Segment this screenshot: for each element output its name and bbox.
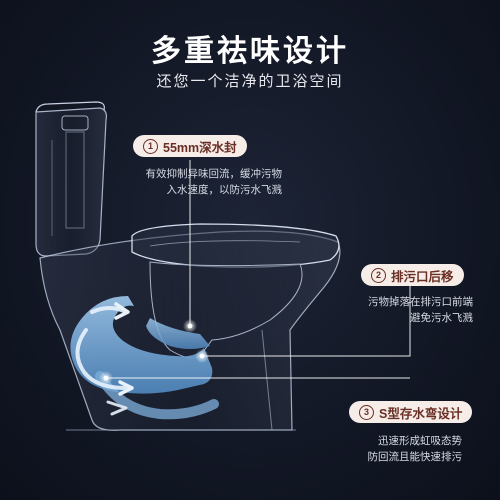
feature-3-title: S型存水弯设计 [379, 406, 463, 421]
s-trap-water [70, 296, 219, 420]
feature-2-desc-line: 避免污水飞溅 [410, 312, 473, 324]
callout-leaders [106, 160, 411, 379]
feature-1-badge: 1 55mm深水封 [133, 135, 247, 157]
leader-line-2 [202, 282, 411, 357]
feature-2-badge: 2 排污口后移 [361, 264, 464, 286]
feature-1-desc-line: 有效抑制异味回流，缓冲污物 [145, 168, 283, 180]
feature-2-number: 2 [371, 267, 386, 283]
feature-1-title: 55mm深水封 [163, 140, 237, 155]
toilet-tank [35, 101, 107, 257]
feature-3-desc-line: 迅速形成虹吸态势 [378, 435, 462, 447]
headline: 多重祛味设计 [151, 35, 349, 68]
feature-2-title: 排污口后移 [391, 269, 454, 284]
feature-3-number: 3 [359, 404, 374, 420]
feature-2-desc-line: 污物掉落在排污口前端 [368, 296, 473, 308]
feature-3-badge: 3 S型存水弯设计 [349, 401, 473, 423]
feature-1-desc: 有效抑制异味回流，缓冲污物 入水速度，以防污水飞溅 [108, 166, 283, 198]
feature-1-desc-line: 入水速度，以防污水飞溅 [166, 184, 283, 196]
feature-2-desc: 污物掉落在排污口前端 避免污水飞溅 [330, 294, 473, 326]
subline: 还您一个洁净的卫浴空间 [156, 73, 344, 90]
feature-1-number: 1 [143, 138, 158, 154]
feature-3-desc-line: 防回流且能快速排污 [367, 451, 463, 463]
feature-3-desc: 迅速形成虹吸态势 防回流且能快速排污 [330, 433, 463, 465]
